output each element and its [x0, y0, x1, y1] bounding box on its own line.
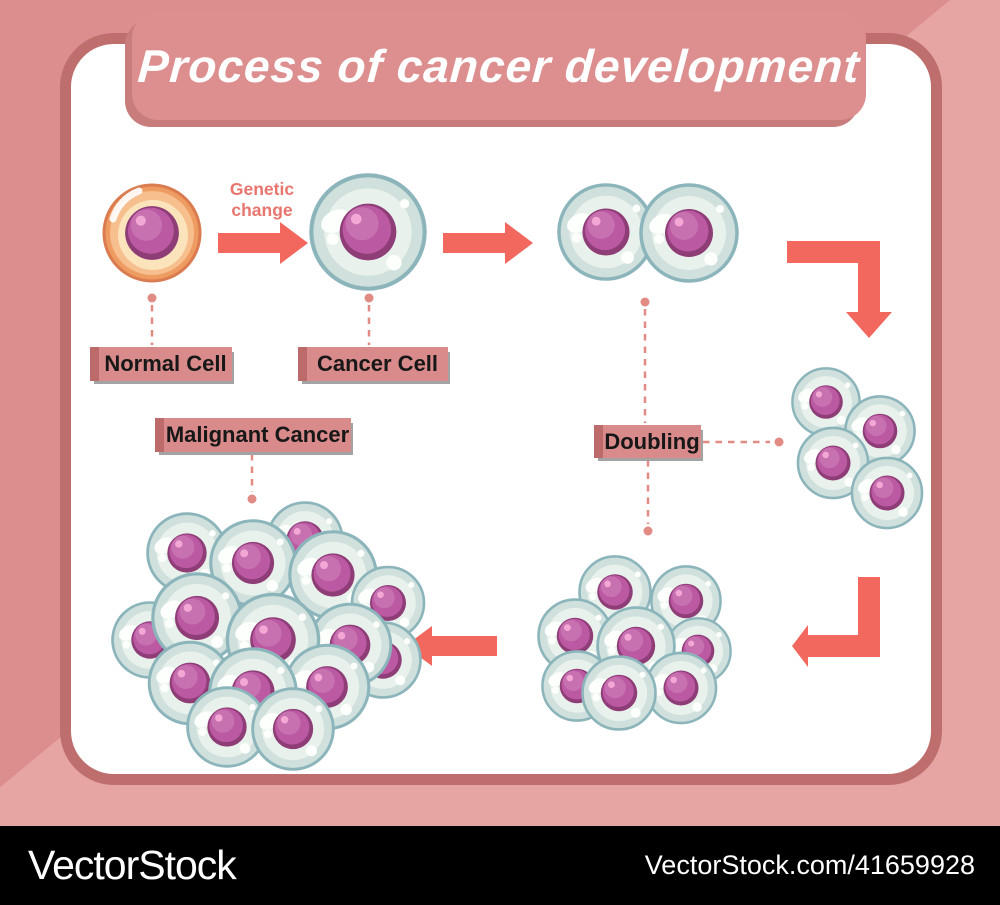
malignant-cancer-label: Malignant Cancer — [155, 418, 351, 452]
normal-cell — [104, 185, 200, 281]
label-connectors — [150, 305, 770, 524]
malignant-cancer-mass — [111, 501, 426, 771]
arrow-right-genetic-change — [218, 222, 308, 264]
watermark-bar: VectorStock VectorStock.com/41659928 — [0, 826, 1000, 905]
genetic-change-note: Genetic change — [229, 179, 295, 220]
arrow-elbow-down-right — [787, 241, 892, 338]
four-cell-stage — [791, 367, 924, 530]
page-title: Process of cancer development — [136, 40, 862, 92]
two-cell-stage — [557, 183, 739, 283]
flow-arrows — [218, 222, 892, 667]
arrow-left-to-malignant — [405, 626, 497, 666]
cancer-cell-label: Cancer Cell — [298, 347, 448, 381]
title-banner: Process of cancer development — [132, 12, 866, 120]
cancer-cell — [311, 175, 424, 288]
vectorstock-credit-url: VectorStock.com/41659928 — [644, 850, 975, 880]
connector-dots — [147, 293, 784, 536]
arrow-right-to-doubling — [443, 222, 533, 264]
doubling-label: Doubling — [594, 425, 701, 458]
eight-cell-stage — [537, 555, 732, 731]
vectorstock-logo: VectorStock — [28, 842, 237, 888]
normal-cell-label: Normal Cell — [90, 347, 232, 381]
arrow-elbow-down-left — [792, 577, 880, 667]
